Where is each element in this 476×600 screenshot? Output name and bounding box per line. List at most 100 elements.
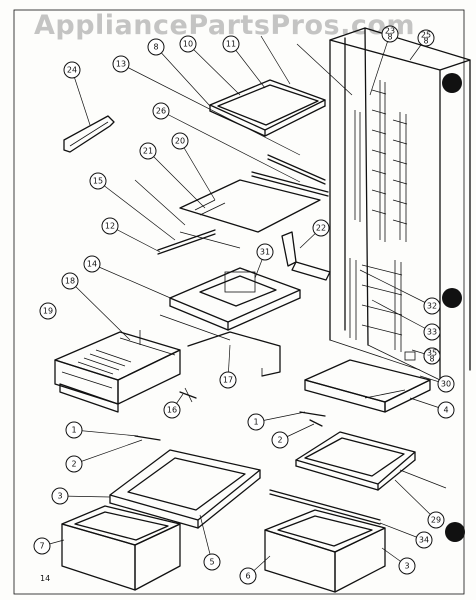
callout-label: 15 [93,177,103,186]
callout-label: 24 [67,66,77,75]
callout-circle [222,35,240,53]
callout-circle [219,371,237,389]
cabinet-frame [329,27,471,381]
part-rail-34-right [269,489,381,525]
callout-label: 3 [404,562,409,571]
callout-circle [39,302,57,320]
callout-circle [83,255,101,273]
part-right-drawer-cover [304,359,431,413]
callout-circle [147,38,165,56]
part-crisper-cover [159,267,301,341]
callout-5: 5 [203,553,221,571]
part-glass-shelf [179,179,321,233]
callout-label: 10 [183,40,193,49]
callout-31: 31 [256,243,274,261]
callout-1: 1 [65,421,83,439]
callout-21: 21 [139,142,157,160]
callout-18: 18 [61,272,79,290]
callout-circle [65,455,83,473]
callout-circle [427,511,445,529]
callout-label: 31 [260,248,270,257]
part-right-drawer-6 [264,509,386,593]
callout-label: 19 [43,307,53,316]
callout-circle [139,142,157,160]
callout-17: 17 [219,371,237,389]
callout-label: 14 [87,260,97,269]
callout-circle [51,487,69,505]
callout-label: 13 [116,60,126,69]
callout-11: 11 [222,35,240,53]
callout-2: 2 [271,431,289,449]
watermark: AppliancePartsPros.com [34,10,416,41]
callout-circle [239,567,257,585]
callout-4: 4 [437,401,455,419]
callout-3: 3 [51,487,69,505]
callout-29: 29 [427,511,445,529]
part-pan-17 [187,331,281,377]
callout-circle [398,557,416,575]
callout-circle [89,172,107,190]
callout-2: 2 [65,455,83,473]
callout-12: 12 [101,217,119,235]
part-left-drawer-7 [61,505,181,591]
callout-label: 20 [175,137,185,146]
callout-24: 24 [63,61,81,79]
part-16 [179,387,197,403]
callout-circle [171,132,189,150]
part-crisper-drawer-left [54,330,181,413]
callout-10: 10 [179,35,197,53]
callout-circle [312,219,330,237]
callout-circle [437,401,455,419]
callout-label: 25 [421,31,431,40]
callout-circle [63,61,81,79]
callout-circle [65,421,83,439]
callout-circle [271,431,289,449]
callout-label: 21 [143,147,153,156]
callout-label: 8 [429,355,434,364]
margin-dot [442,288,462,308]
callout-circle [163,401,181,419]
callout-circle [423,323,441,341]
callout-label: 29 [431,516,441,525]
callout-label: 12 [105,222,115,231]
callout-label: 16 [167,406,177,415]
callout-23-8: 238 [381,25,399,43]
callout-label: 18 [65,277,75,286]
callout-1: 1 [247,413,265,431]
callout-25-8: 258 [417,29,435,47]
page-border [13,9,465,595]
part-top-shelf [209,79,326,137]
callout-label: 22 [316,224,326,233]
callout-label: 26 [156,107,166,116]
callout-circle [152,102,170,120]
callout-34: 34 [415,531,433,549]
callout-16: 16 [163,401,181,419]
margin-dot [442,73,462,93]
callout-circle [247,413,265,431]
callout-circle [33,537,51,555]
callout-26: 26 [152,102,170,120]
callout-circle [179,35,197,53]
callout-30: 30 [437,375,455,393]
callout-label: 33 [427,328,437,337]
callout-circle [256,243,274,261]
callout-label: 2 [71,460,76,469]
callout-circle [423,347,441,365]
callout-label: 5 [209,558,214,567]
callout-20: 20 [171,132,189,150]
callout-6: 6 [239,567,257,585]
callout-label: 35 [427,349,437,358]
callout-label: 23 [385,27,395,36]
callout-22: 22 [312,219,330,237]
callout-circle [101,217,119,235]
callout-14: 14 [83,255,101,273]
callout-19: 19 [39,302,57,320]
margin-dots [442,73,465,542]
callout-3: 3 [398,557,416,575]
callout-13: 13 [112,55,130,73]
callout-label: 11 [226,40,236,49]
callout-label: 8 [153,43,158,52]
callout-35-8: 358 [423,347,441,365]
callout-label: 1 [253,418,258,427]
